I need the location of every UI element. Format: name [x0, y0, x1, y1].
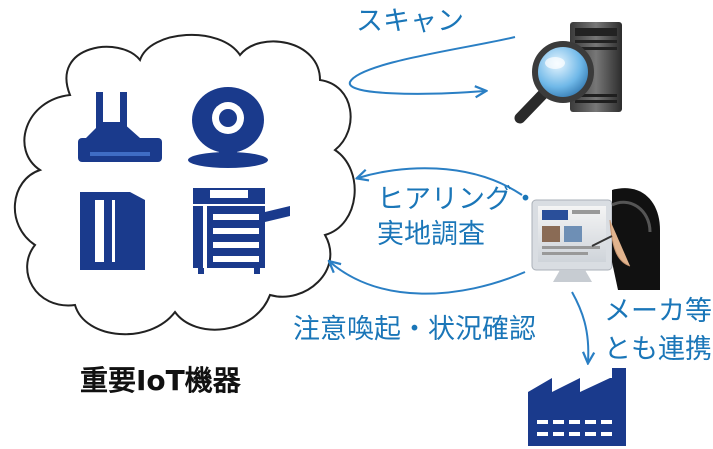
alert-label: 注意喚起・状況確認 [293, 314, 536, 345]
diagram-title: 重要IoT機器 [80, 364, 241, 397]
server-magnifier-icon [514, 22, 622, 124]
operator-monitor-icon [531, 188, 660, 290]
maker-label-line1: メーカ等 [604, 296, 712, 327]
maker-connection-line [571, 291, 588, 362]
scan-arrow [348, 36, 516, 94]
router-icon [78, 92, 162, 162]
maker-label-line2: とも連携 [604, 334, 712, 365]
server-tower-icon [80, 192, 145, 270]
hearing-label-line2: 実地調査 [377, 219, 485, 250]
hearing-label-line1: ヒアリング・ [377, 184, 539, 215]
hearing-arrow [358, 167, 523, 196]
cloud-outline [13, 34, 356, 336]
alert-arrow [330, 262, 526, 295]
factory-icon [528, 368, 626, 446]
scan-label: スキャン [356, 6, 464, 37]
multifunction-printer-icon [193, 188, 290, 274]
webcam-icon [188, 87, 268, 168]
